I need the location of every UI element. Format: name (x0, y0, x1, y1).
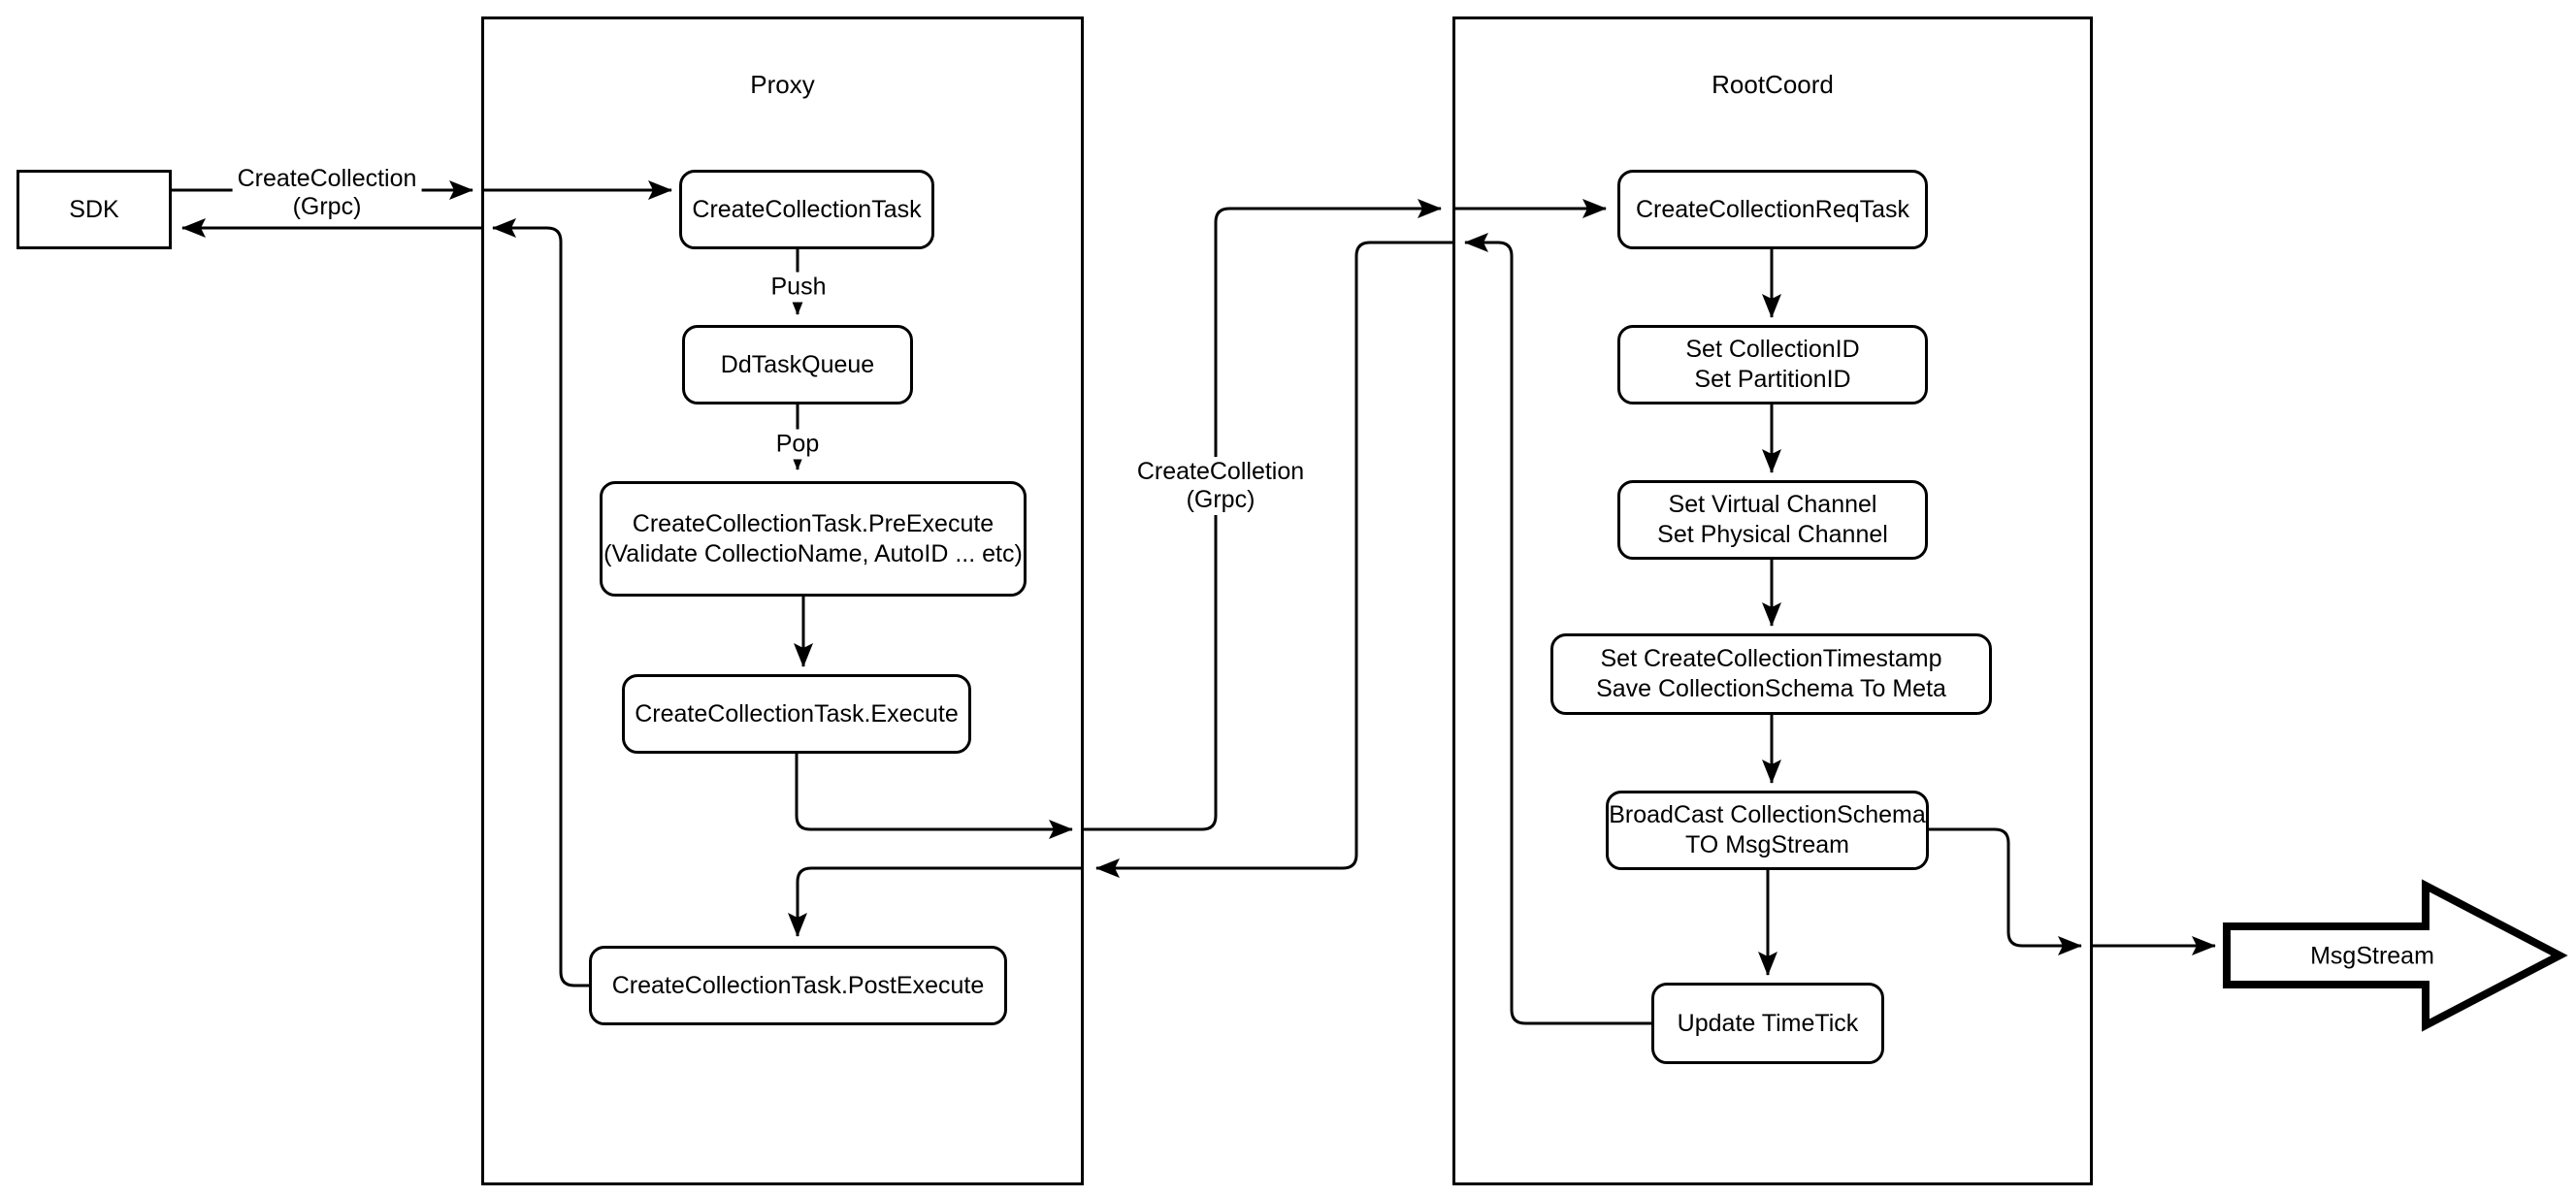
edge-label-push: Push (766, 272, 831, 303)
edge-label-sdk-grpc-line1: CreateCollection (237, 165, 417, 192)
node-set-ids: Set CollectionID Set PartitionID (1617, 325, 1928, 404)
node-set-channels: Set Virtual Channel Set Physical Channel (1617, 480, 1928, 560)
node-req-task-label: CreateCollectionReqTask (1635, 195, 1910, 223)
edge-execute-to-proxy-edge (795, 754, 1073, 839)
node-pre-execute-line2: (Validate CollectioName, AutoID ... etc) (603, 539, 1023, 567)
node-sdk-label: SDK (69, 195, 119, 223)
node-post-execute-label: CreateCollectionTask.PostExecute (611, 971, 985, 999)
edge-label-sdk-grpc-line2: (Grpc) (292, 193, 362, 220)
rootcoord-container: RootCoord (1452, 16, 2093, 1185)
node-broadcast: BroadCast CollectionSchema TO MsgStream (1606, 791, 1929, 870)
edge-proxy-edge-to-rootcoord (1084, 199, 1442, 831)
node-set-channels-line1: Set Virtual Channel (1668, 491, 1877, 518)
node-pre-execute-line1: CreateCollectionTask.PreExecute (632, 509, 995, 537)
node-execute: CreateCollectionTask.Execute (622, 674, 971, 754)
node-dd-task-queue-label: DdTaskQueue (720, 350, 875, 378)
edge-proxy-edge-to-postexecute (788, 866, 1084, 937)
node-dd-task-queue: DdTaskQueue (682, 325, 913, 404)
rootcoord-title: RootCoord (1712, 70, 1834, 99)
edge-updatetimetick-to-rootcoord-edge (1464, 233, 1651, 1025)
edge-label-sdk-grpc: CreateCollection (Grpc) (232, 164, 422, 222)
proxy-title: Proxy (750, 70, 815, 99)
node-update-timetick: Update TimeTick (1651, 983, 1884, 1064)
edge-postexecute-to-proxy-edge (492, 218, 589, 987)
node-create-collection-task: CreateCollectionTask (679, 170, 934, 249)
node-post-execute: CreateCollectionTask.PostExecute (589, 946, 1007, 1025)
node-broadcast-line1: BroadCast CollectionSchema (1609, 801, 1926, 828)
edge-label-mid-grpc-line1: CreateColletion (1136, 458, 1305, 485)
node-set-ids-line2: Set PartitionID (1694, 366, 1851, 393)
node-sdk: SDK (16, 170, 172, 249)
node-req-task: CreateCollectionReqTask (1617, 170, 1928, 249)
edge-label-mid-grpc: CreateColletion (Grpc) (1131, 457, 1310, 515)
node-set-timestamp-line1: Set CreateCollectionTimestamp (1600, 645, 1942, 672)
node-set-channels-line2: Set Physical Channel (1657, 521, 1888, 548)
edge-rootcoord-edge-to-proxy-edge (1095, 241, 1452, 878)
node-create-collection-task-label: CreateCollectionTask (692, 195, 922, 223)
msgstream-block-arrow (2223, 879, 2568, 1032)
proxy-container: Proxy (481, 16, 1084, 1185)
msgstream-label: MsgStream (2310, 942, 2434, 970)
node-set-timestamp-line2: Save CollectionSchema To Meta (1596, 675, 1946, 702)
node-set-timestamp: Set CreateCollectionTimestamp Save Colle… (1550, 633, 1992, 715)
node-update-timetick-label: Update TimeTick (1677, 1009, 1859, 1037)
node-execute-label: CreateCollectionTask.Execute (635, 699, 959, 728)
edge-label-mid-grpc-line2: (Grpc) (1186, 486, 1255, 513)
node-pre-execute: CreateCollectionTask.PreExecute (Validat… (600, 481, 1027, 597)
edge-label-pop: Pop (770, 429, 825, 460)
node-set-ids-line1: Set CollectionID (1685, 336, 1860, 363)
edge-broadcast-to-rootcoord-edge (1929, 827, 2082, 955)
node-broadcast-line2: TO MsgStream (1684, 831, 1850, 858)
